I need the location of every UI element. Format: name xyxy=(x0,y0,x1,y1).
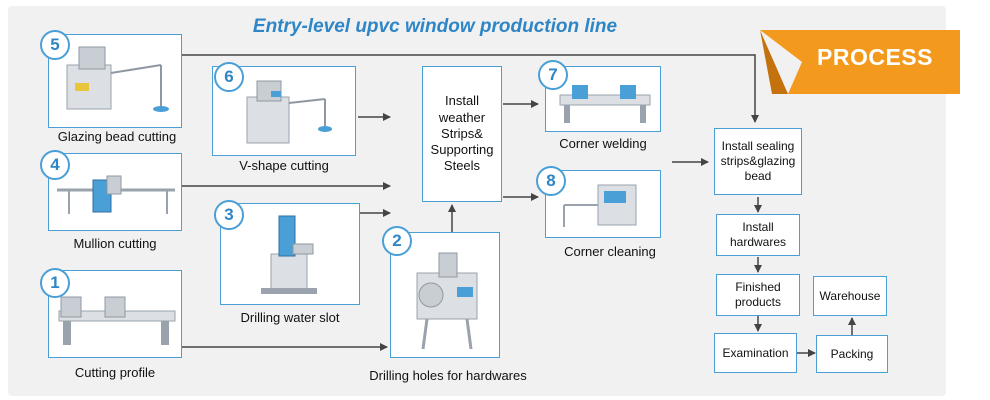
step-1-box xyxy=(48,270,182,358)
mullion-cutter-image xyxy=(57,175,175,214)
step-3-badge: 3 xyxy=(214,200,244,230)
drilling-water-slot-image xyxy=(261,215,317,294)
hardwares-line: hardwares xyxy=(729,235,787,249)
step-2-box xyxy=(390,232,500,358)
diagram-title: Entry-level upvc window production line xyxy=(252,16,618,37)
v-shape-cutter-image xyxy=(246,80,332,144)
install-weather-line: weather xyxy=(438,109,486,125)
step-7-badge: 7 xyxy=(538,60,568,90)
step-8-badge: 8 xyxy=(536,166,566,196)
glazing-bead-cutter-image xyxy=(66,46,169,112)
step-5-badge: 5 xyxy=(40,30,70,60)
warehouse-box: Warehouse xyxy=(813,276,887,316)
arrow-5-to-sealing xyxy=(182,54,759,123)
finished-products-box: Finished products xyxy=(716,274,800,316)
cutting-profile-image xyxy=(58,296,176,345)
step-6-badge: 6 xyxy=(214,62,244,92)
examination-box: Examination xyxy=(714,333,797,373)
step-6-label: V-shape cutting xyxy=(239,158,329,173)
install-weather-strips-box: Install weather Strips& Supporting Steel… xyxy=(422,66,502,202)
finished-line: products xyxy=(734,295,782,309)
drilling-holes-image xyxy=(416,252,478,350)
step-2-badge: 2 xyxy=(382,226,412,256)
corner-welding-image xyxy=(559,85,651,123)
step-7-label: Corner welding xyxy=(559,136,647,151)
sealing-line: Install sealing xyxy=(721,139,795,153)
step-3-box xyxy=(220,203,360,305)
install-weather-line: Install xyxy=(445,93,479,109)
process-ribbon xyxy=(760,30,960,94)
install-hardwares-box: Install hardwares xyxy=(716,214,800,256)
sealing-line: strips&glazing xyxy=(720,154,796,168)
step-2-label: Drilling holes for hardwares xyxy=(369,368,527,383)
step-4-box xyxy=(48,153,182,231)
step-4-badge: 4 xyxy=(40,150,70,180)
step-5-label: Glazing bead cutting xyxy=(57,129,177,144)
step-1-label: Cutting profile xyxy=(74,365,156,380)
step-3-label: Drilling water slot xyxy=(240,310,340,325)
step-8-label: Corner cleaning xyxy=(564,244,656,259)
sealing-strips-box: Install sealing strips&glazing bead xyxy=(714,128,802,195)
install-weather-line: Steels xyxy=(443,158,481,174)
step-5-box xyxy=(48,34,182,128)
corner-cleaning-image xyxy=(563,184,637,227)
install-weather-line: Supporting xyxy=(430,142,494,158)
process-label: PROCESS xyxy=(817,44,933,70)
step-4-label: Mullion cutting xyxy=(73,236,157,251)
step-1-badge: 1 xyxy=(40,268,70,298)
sealing-line: bead xyxy=(744,169,772,183)
hardwares-line: Install xyxy=(742,220,774,234)
install-weather-line: Strips& xyxy=(441,125,483,141)
finished-line: Finished xyxy=(735,280,781,294)
packing-box: Packing xyxy=(816,335,888,373)
